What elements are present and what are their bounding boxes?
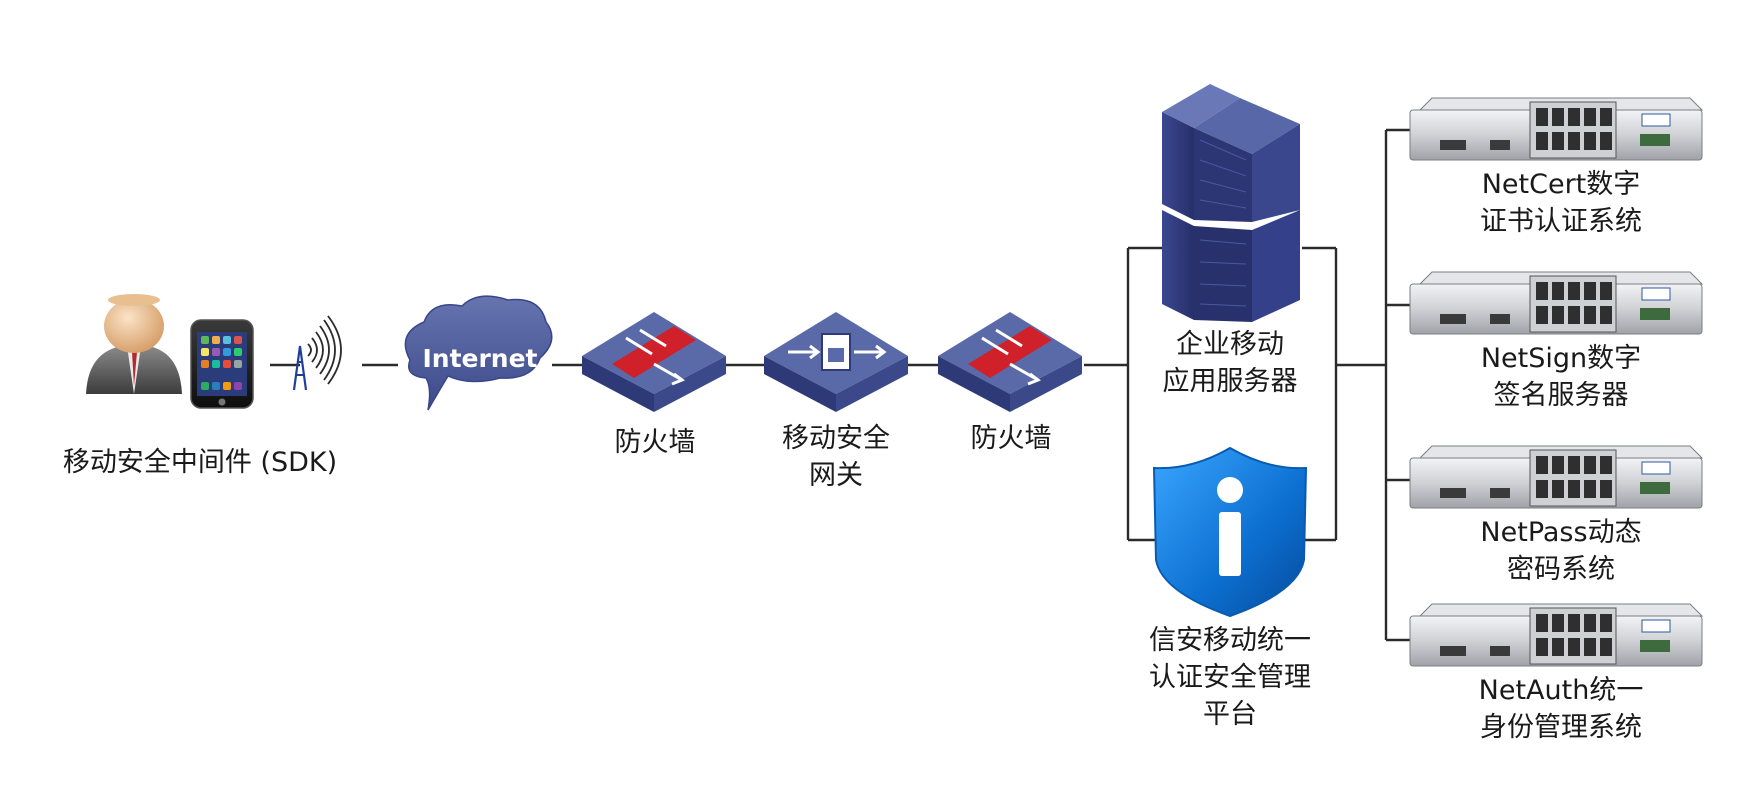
netauth-label-line-1: NetAuth统一 [1478, 675, 1644, 706]
gateway-label-line-2: 网关 [809, 460, 863, 491]
netauth-label-line-2: 身份管理系统 [1480, 712, 1642, 743]
sdk-label: 移动安全中间件 (SDK) [62, 447, 338, 478]
netsign-label: NetSign数字 签名服务器 [1456, 340, 1666, 414]
netauth-label: NetAuth统一 身份管理系统 [1456, 672, 1666, 746]
auth-platform-label-line-3: 平台 [1203, 699, 1257, 730]
netcert-label: NetCert数字 证书认证系统 [1456, 166, 1666, 240]
netsign-label-line-1: NetSign数字 [1480, 343, 1642, 374]
firewall-icon [582, 312, 726, 412]
netpass-label-line-1: NetPass动态 [1480, 517, 1642, 548]
auth-platform-label-line-2: 认证安全管理 [1149, 662, 1311, 693]
connection-lines [270, 128, 1412, 642]
auth-platform-label: 信安移动统一 认证安全管理 平台 [1130, 622, 1330, 733]
auth-platform-label-line-1: 信安移动统一 [1149, 625, 1311, 656]
firewall-icon [938, 312, 1082, 412]
cloud-icon [404, 295, 553, 411]
netsign-label-line-2: 签名服务器 [1493, 380, 1629, 411]
phone-icon [190, 319, 254, 409]
gateway-label: 移动安全 网关 [756, 420, 916, 494]
netcert-label-line-2: 证书认证系统 [1480, 206, 1642, 237]
app-server-label-line-2: 应用服务器 [1162, 366, 1298, 397]
rack-server-icon [1409, 97, 1704, 161]
rack-server-icon [1409, 445, 1704, 509]
server-tower-icon [1162, 84, 1300, 322]
netcert-label-line-1: NetCert数字 [1481, 169, 1641, 200]
user-icon [86, 294, 182, 394]
cloud-label: Internet [422, 344, 538, 373]
gateway-icon [764, 312, 908, 412]
gateway-label-line-1: 移动安全 [782, 423, 890, 454]
antenna-icon [292, 315, 342, 391]
netpass-label: NetPass动态 密码系统 [1456, 514, 1666, 588]
app-server-label-line-1: 企业移动 [1176, 329, 1284, 360]
rack-server-icon [1409, 271, 1704, 335]
firewall-right-label: 防火墙 [970, 423, 1052, 454]
rack-server-icon [1409, 603, 1704, 667]
app-server-label: 企业移动 应用服务器 [1140, 326, 1320, 400]
firewall-left-label: 防火墙 [614, 427, 696, 458]
netpass-label-line-2: 密码系统 [1507, 554, 1615, 585]
info-shield-icon [1152, 446, 1308, 618]
